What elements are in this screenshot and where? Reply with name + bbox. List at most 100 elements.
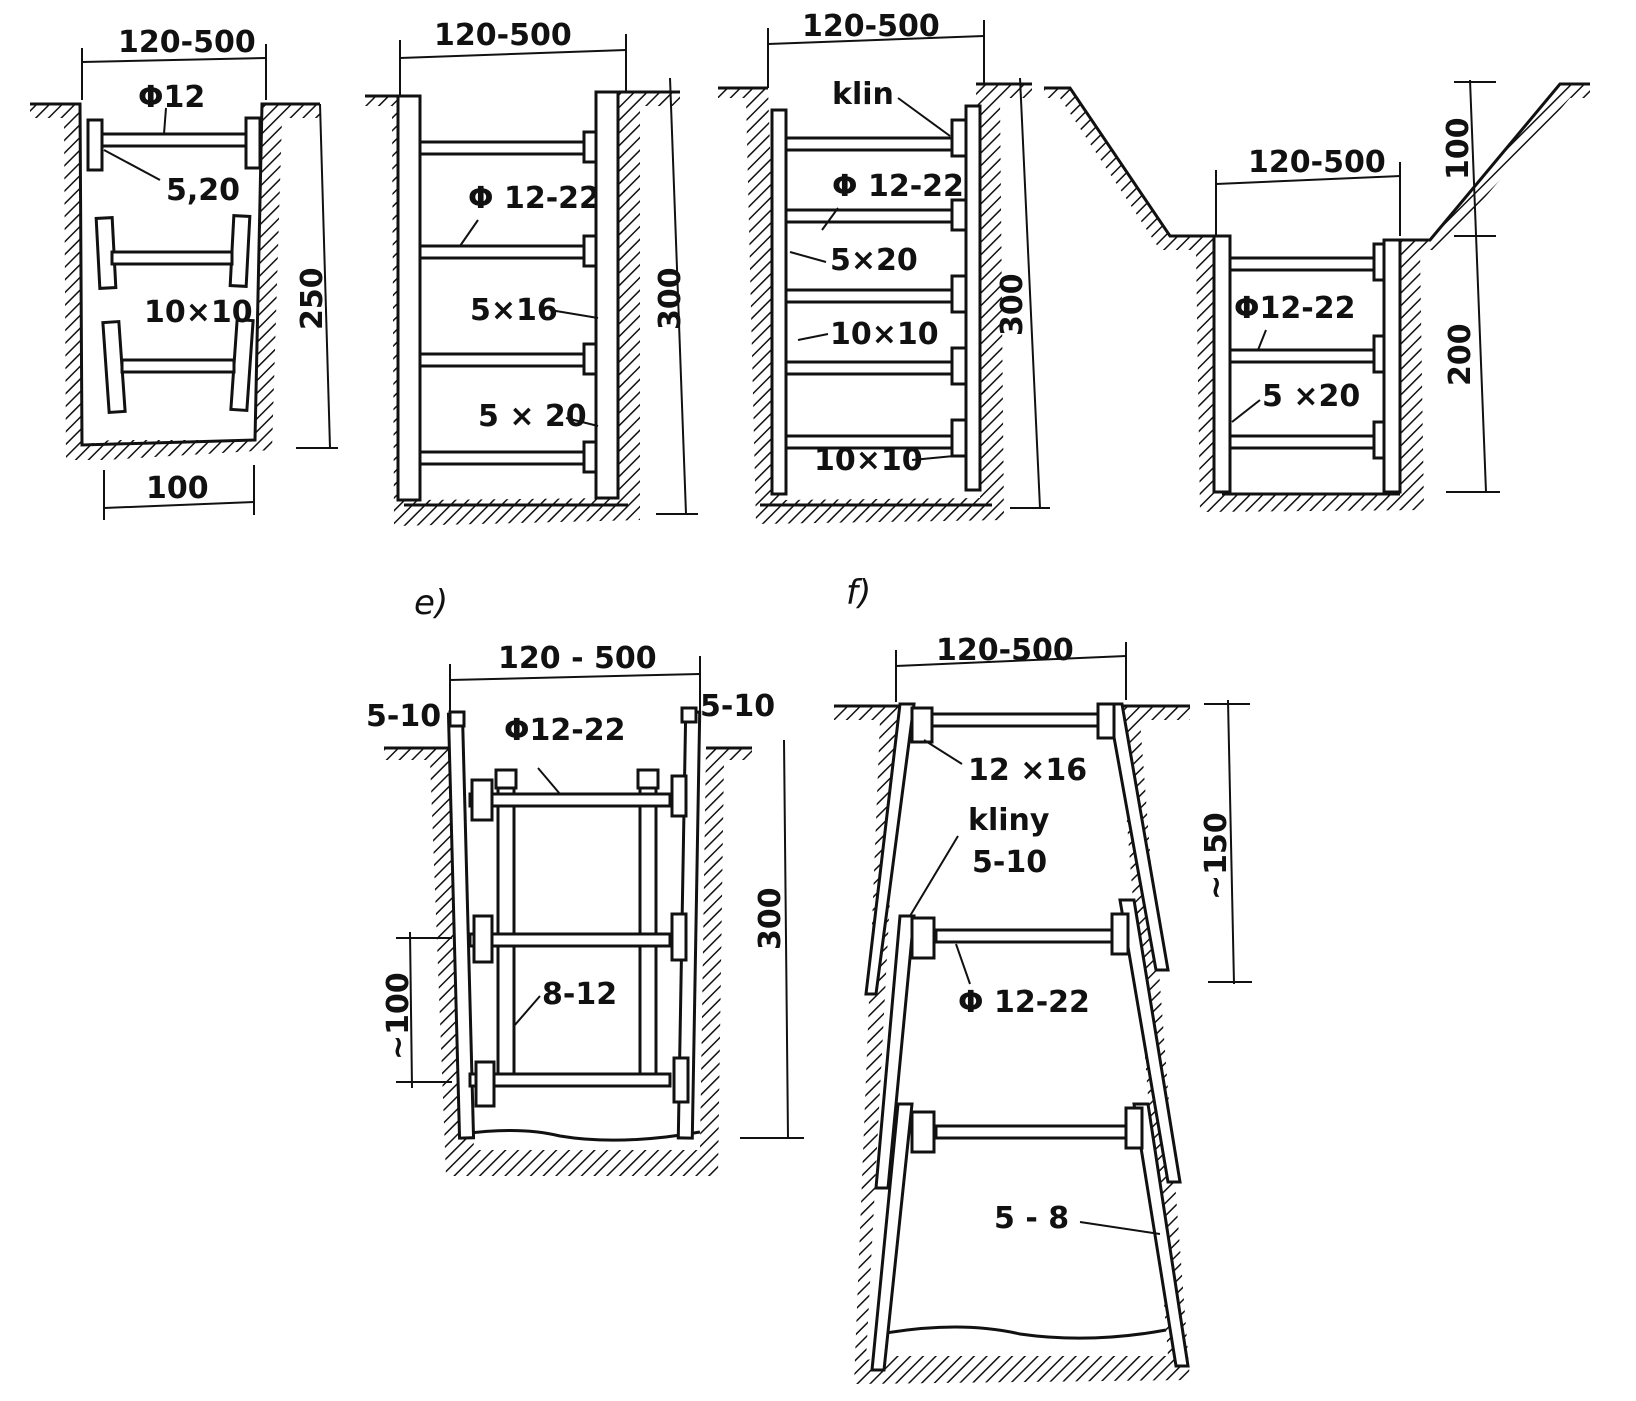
beam	[910, 706, 934, 744]
dimension-side: 300	[995, 77, 1050, 509]
soil-hatch	[834, 704, 1190, 1384]
beam	[1110, 912, 1130, 956]
sheet-middle-right	[1118, 898, 1182, 1184]
strut	[1228, 256, 1376, 272]
soil-hatch	[718, 82, 1032, 524]
post-upper-label: 10×10	[830, 317, 939, 352]
width-dimension-label: 120-500	[118, 25, 256, 60]
width-dimension-label: 120-500	[802, 9, 940, 44]
soil-hatch	[30, 102, 320, 460]
rod-label: Φ 12-22	[832, 169, 964, 204]
plank-right	[964, 104, 982, 492]
strut	[934, 928, 1114, 944]
dimension-left: ~100	[381, 931, 452, 1089]
beam	[1096, 702, 1116, 740]
wedges-label-line1: kliny	[968, 803, 1050, 838]
strut	[934, 1124, 1128, 1140]
waler	[582, 440, 598, 474]
strut	[468, 932, 672, 948]
post-label: 8-12	[542, 977, 617, 1012]
wedge	[950, 198, 968, 232]
depth-dimension-label: 300	[653, 267, 688, 330]
width-dimension-label: 120-500	[936, 633, 1074, 668]
post-lower-label: 10×10	[814, 443, 923, 478]
depth-dimension-label: 200	[1443, 323, 1478, 386]
strut	[418, 352, 592, 368]
waler	[670, 912, 688, 962]
figure-d: 120-500 Φ12-22 5 ×20 100 200	[1044, 79, 1590, 512]
strut	[784, 288, 954, 304]
pile-cap	[680, 706, 698, 724]
figure-e: e) 120 - 500 5-10 5-10 Φ12-22	[366, 583, 804, 1176]
beam-label: 12 ×16	[968, 753, 1087, 788]
dimension-side: 100 200	[1441, 79, 1500, 493]
width-dimension-label: 120 - 500	[498, 641, 657, 676]
wedge	[950, 274, 968, 314]
figure-label-e: e)	[414, 583, 448, 623]
waler	[1372, 420, 1386, 460]
dimension-top: 120-500	[399, 18, 627, 96]
plank-left	[396, 94, 422, 502]
plank-label: 5×16	[470, 293, 558, 328]
figure-f: f) 120-500 12 ×16 kliny	[834, 573, 1252, 1384]
rod-label: Φ12-22	[504, 713, 625, 748]
wedges-label-line2: 5-10	[972, 845, 1047, 880]
waler	[472, 914, 494, 964]
beam	[910, 916, 936, 960]
depth-dimension-label: 250	[295, 267, 330, 330]
strut	[100, 132, 248, 148]
beam	[910, 1110, 936, 1154]
spacing-dimension-label: ~100	[381, 972, 416, 1060]
wedge-label: klin	[832, 77, 894, 112]
waler	[670, 774, 688, 818]
wedge	[950, 118, 968, 158]
rod-label: Φ 12-22	[468, 181, 600, 216]
figure-a: 120-500 Φ12 5,20 10×10 250 100	[30, 25, 338, 520]
waler	[582, 234, 598, 268]
wedge	[950, 418, 968, 458]
waler	[582, 342, 598, 376]
sheet-upper-right	[1106, 702, 1170, 972]
rod-label: Φ 12-22	[958, 985, 1090, 1020]
width-dimension-label: 120-500	[1248, 145, 1386, 180]
board	[244, 116, 262, 170]
dimension-side: ~150	[1199, 699, 1252, 985]
sheet-lower-left	[870, 1102, 914, 1372]
strut	[468, 1072, 672, 1088]
strut	[1228, 348, 1376, 364]
dimension-top: 120-500	[767, 9, 985, 88]
plank-label: 5 - 8	[994, 1201, 1069, 1236]
post-cap	[494, 768, 518, 790]
waler	[474, 1060, 496, 1108]
strut	[928, 712, 1102, 728]
waler	[1372, 334, 1386, 374]
strut	[418, 140, 592, 156]
depth-dimension-label: 300	[753, 887, 788, 950]
sheet-upper-left	[864, 702, 916, 996]
strut	[110, 250, 234, 266]
figure-c: 120-500 klin Φ 12-22 5×20 10×10 10×10 30…	[718, 9, 1050, 524]
dimension-side: 250	[295, 103, 338, 449]
strut	[784, 136, 954, 152]
strut	[120, 358, 236, 374]
soil-hatch	[1044, 82, 1590, 512]
slope-dimension-label: 100	[1441, 117, 1476, 180]
width-dimension-label: 120-500	[434, 18, 572, 53]
board-label: 5 ×20	[1262, 379, 1360, 414]
sheet-lower-right	[1132, 1102, 1190, 1368]
strut	[418, 244, 592, 260]
strut	[468, 792, 672, 808]
dimension-top: 120-500	[895, 633, 1127, 702]
plank-left	[1212, 234, 1232, 494]
plank-right	[594, 90, 620, 500]
plank-right	[1382, 238, 1402, 494]
post-label: 10×10	[144, 295, 253, 330]
rod-label: Φ12-22	[1234, 291, 1355, 326]
strut	[784, 360, 954, 376]
spacing-dimension-label: ~150	[1199, 812, 1234, 900]
figure-b: 120-500 Φ 12-22 5×16 5 × 20 300	[365, 18, 698, 526]
rod-label: Φ12	[138, 80, 205, 115]
strut	[418, 450, 592, 466]
dimension-top: 120 - 500	[449, 641, 701, 712]
